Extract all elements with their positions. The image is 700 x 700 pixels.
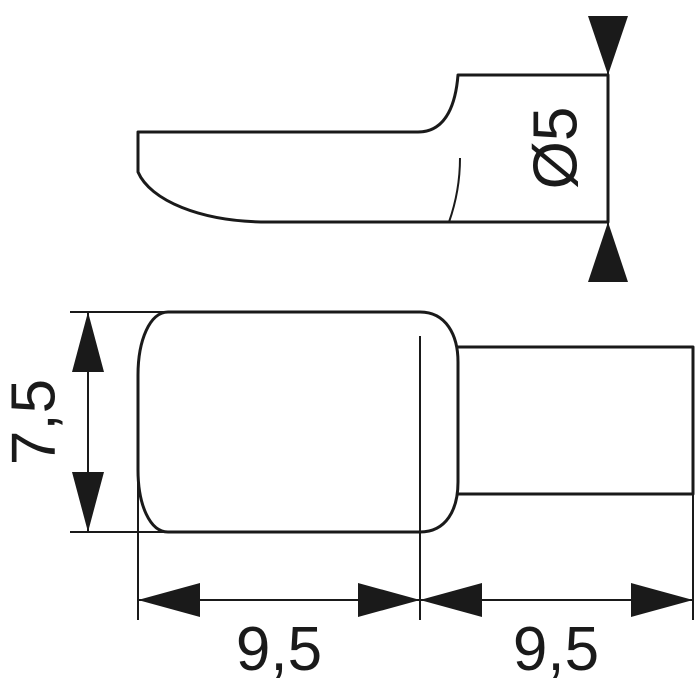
side-view-outline — [136, 73, 610, 224]
side-view-groove-line — [448, 157, 461, 223]
height-arrow-bottom — [72, 472, 104, 532]
height-arrow-top — [72, 312, 104, 372]
length-left-label: 9,5 — [236, 615, 322, 684]
top-view-head-outline — [136, 310, 460, 534]
height-dimension: 7,5 — [0, 311, 168, 533]
length-right-label: 9,5 — [513, 615, 599, 684]
diameter-dimension: Ø5 — [522, 16, 628, 282]
side-view — [136, 73, 610, 224]
length-left-arrow-end — [358, 583, 420, 617]
length-right-arrow-start — [420, 583, 482, 617]
length-left-arrow-start — [138, 583, 200, 617]
top-view — [136, 310, 695, 534]
diameter-label: Ø5 — [522, 107, 591, 190]
length-dimensions: 9,5 9,5 — [137, 470, 694, 684]
diameter-arrow-top — [588, 16, 628, 75]
top-view-pin-outline — [456, 345, 695, 496]
length-right-arrow-end — [631, 583, 693, 617]
height-label: 7,5 — [0, 379, 69, 465]
diameter-arrow-bottom — [588, 222, 628, 282]
